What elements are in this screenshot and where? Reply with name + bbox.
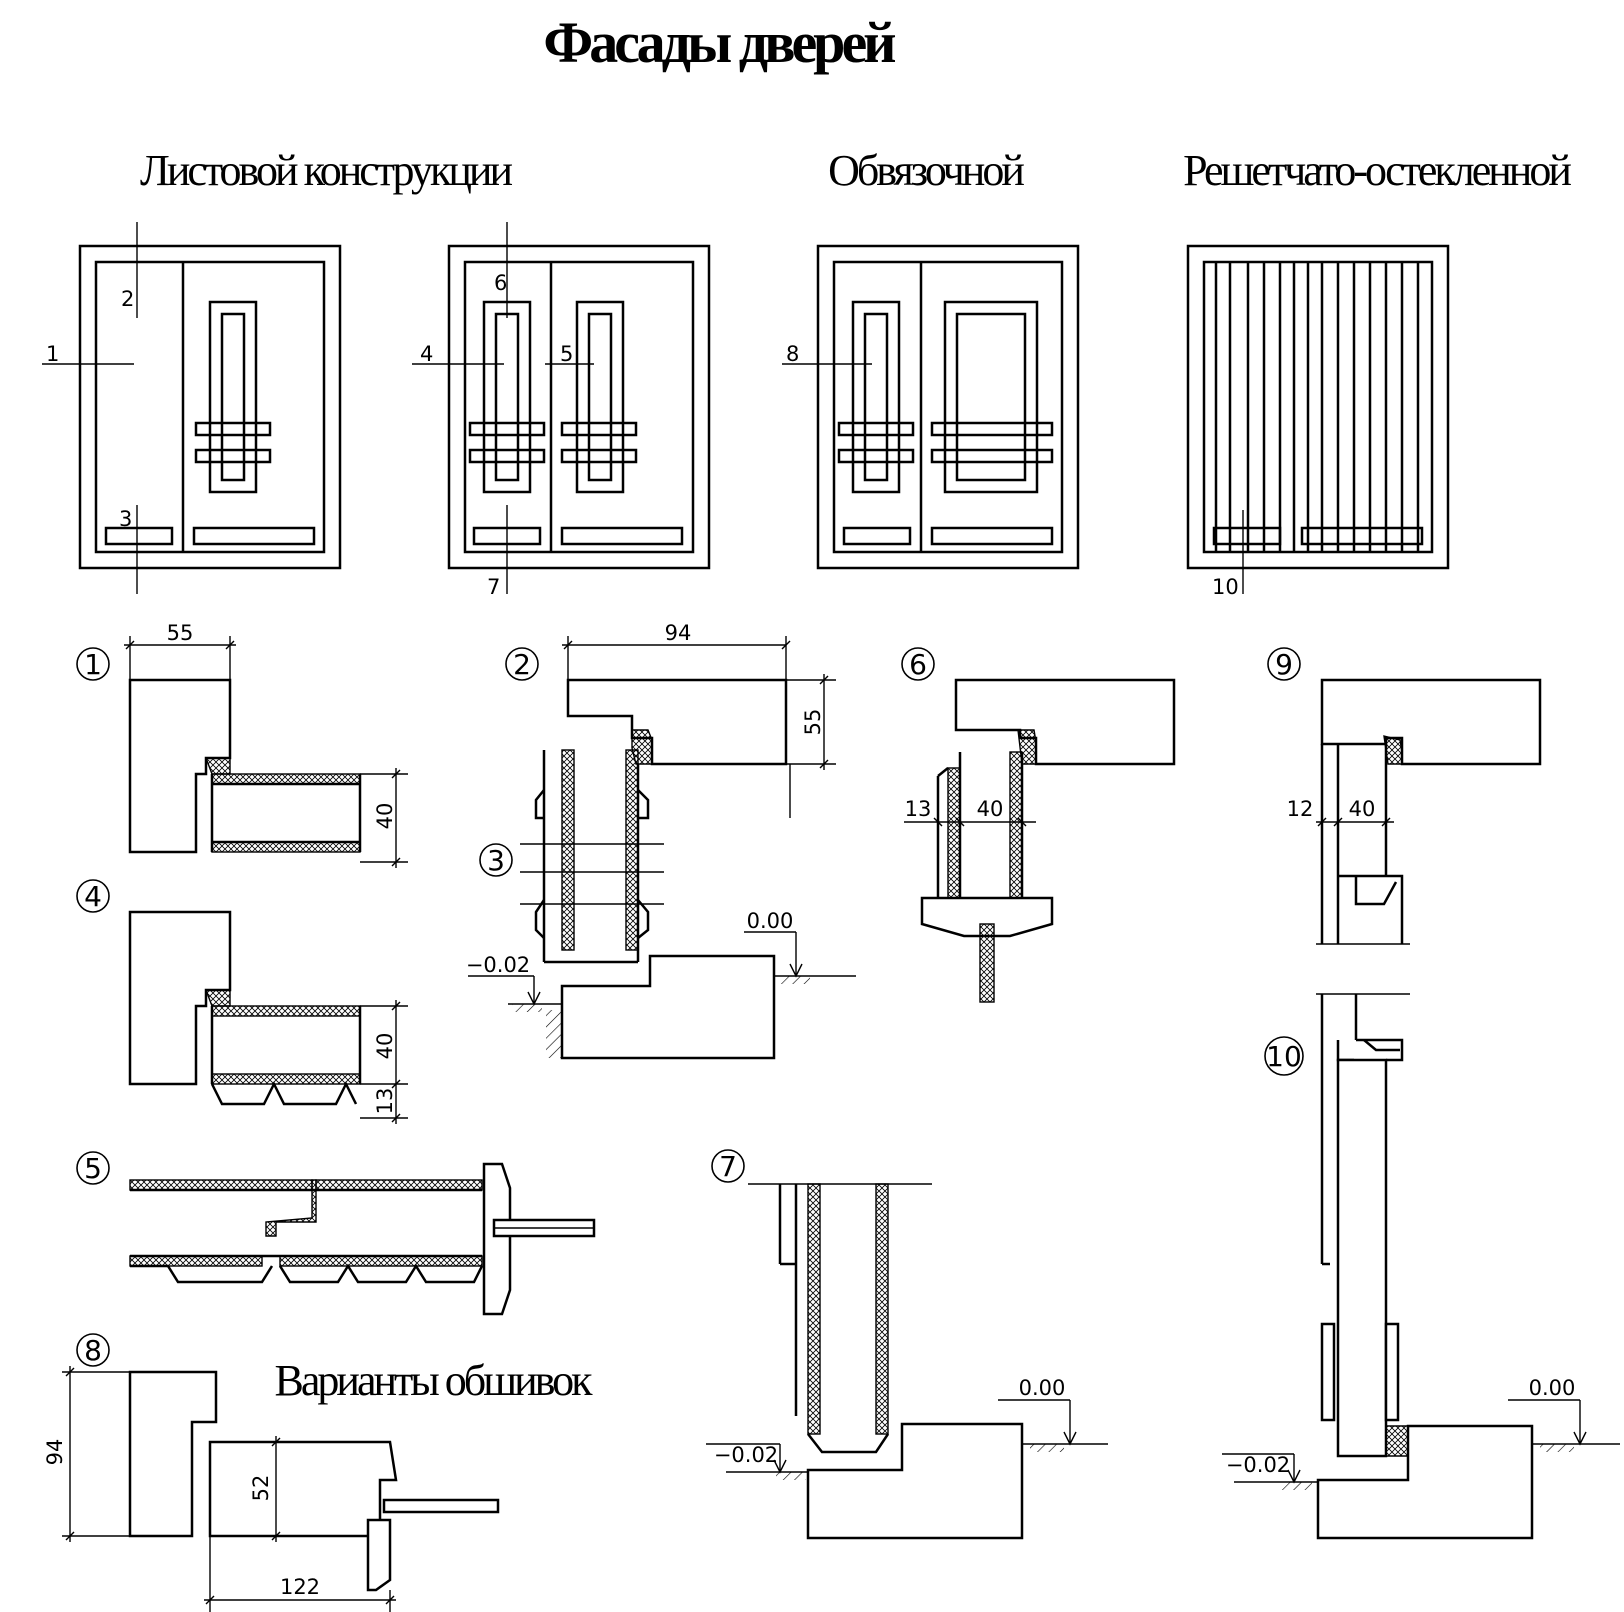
detail-8-section: [62, 1366, 500, 1612]
d10-level-zero: 0.00: [1529, 1376, 1576, 1400]
d7-level-minus: −0.02: [714, 1443, 778, 1467]
callout-3: 3: [119, 507, 132, 531]
callout-6: 6: [494, 271, 507, 295]
d4-thickness-dim: 40: [373, 1033, 397, 1060]
detail-marker-5-label: 5: [84, 1152, 102, 1185]
d8-width-dim: 122: [280, 1575, 320, 1599]
detail-5-section: [129, 1162, 596, 1316]
callout-10: 10: [1212, 575, 1239, 599]
d9-sheath-dim: 12: [1287, 797, 1314, 821]
detail-10-section: [1222, 993, 1620, 1540]
detail-marker-4-label: 4: [84, 880, 102, 913]
detail-marker-4: [76, 879, 110, 913]
detail-marker-5: [76, 1151, 110, 1185]
callout-8: 8: [786, 342, 799, 366]
callout-1: 1: [46, 342, 59, 366]
detail-marker-6: [901, 647, 935, 681]
detail-marker-10: [1264, 1036, 1304, 1076]
callout-5: 5: [560, 342, 573, 366]
d10-level-minus: −0.02: [1226, 1453, 1290, 1477]
detail-marker-7: [711, 1149, 745, 1183]
detail-marker-9-label: 9: [1275, 648, 1293, 681]
d7-level-zero: 0.00: [1019, 1376, 1066, 1400]
subtitle-sheet-construction: Листовой конструкции: [140, 146, 512, 195]
d2-height-dim: 55: [801, 709, 825, 736]
d2-width-dim: 94: [665, 621, 692, 645]
facade-glazed-door: [1186, 244, 1450, 594]
detail-marker-10-label: 10: [1266, 1040, 1302, 1073]
callout-4: 4: [420, 342, 433, 366]
detail-marker-2: [505, 647, 539, 681]
detail-9-section: [1316, 678, 1542, 945]
d8-profile-dim: 52: [249, 1475, 273, 1502]
d6-thickness-dim: 40: [977, 797, 1004, 821]
d9-thickness-dim: 40: [1349, 797, 1376, 821]
d1-width-dim: 55: [167, 621, 194, 645]
callout-2: 2: [121, 287, 134, 311]
detail-7-section: [706, 1183, 1108, 1540]
d4-sheath-dim: 13: [373, 1088, 397, 1115]
detail-2-3-section: [468, 636, 856, 1060]
d1-thickness-dim: 40: [373, 803, 397, 830]
sheet-title: Фасады дверей: [543, 10, 895, 75]
d6-sheath-dim: 13: [905, 797, 932, 821]
detail-marker-6-label: 6: [909, 648, 927, 681]
detail-marker-3-label: 3: [487, 844, 505, 877]
detail-marker-3: [479, 843, 513, 877]
d8-height-dim: 94: [43, 1439, 67, 1466]
detail-marker-2-label: 2: [513, 648, 531, 681]
detail-6-section: [904, 678, 1176, 1003]
facade-sheet-door-2: [412, 222, 711, 594]
detail-1-section: [124, 636, 408, 868]
detail-marker-8: [76, 1333, 110, 1367]
detail-4-section: [128, 910, 408, 1124]
facade-sheet-door-1: [42, 222, 342, 594]
d2-level-zero: 0.00: [747, 909, 794, 933]
detail-marker-7-label: 7: [719, 1150, 737, 1183]
detail-marker-8-label: 8: [84, 1334, 102, 1367]
facade-framed-door: [782, 244, 1080, 570]
detail-marker-1: [76, 647, 110, 681]
detail-marker-1-label: 1: [84, 648, 102, 681]
subtitle-glazed: Решетчато-остекленной: [1183, 146, 1571, 195]
d2-level-minus: −0.02: [466, 953, 530, 977]
subtitle-sheathing-variants: Варианты обшивок: [275, 1356, 594, 1405]
callout-7: 7: [487, 575, 500, 599]
detail-marker-9: [1267, 647, 1301, 681]
subtitle-framed: Обвязочной: [828, 146, 1024, 195]
